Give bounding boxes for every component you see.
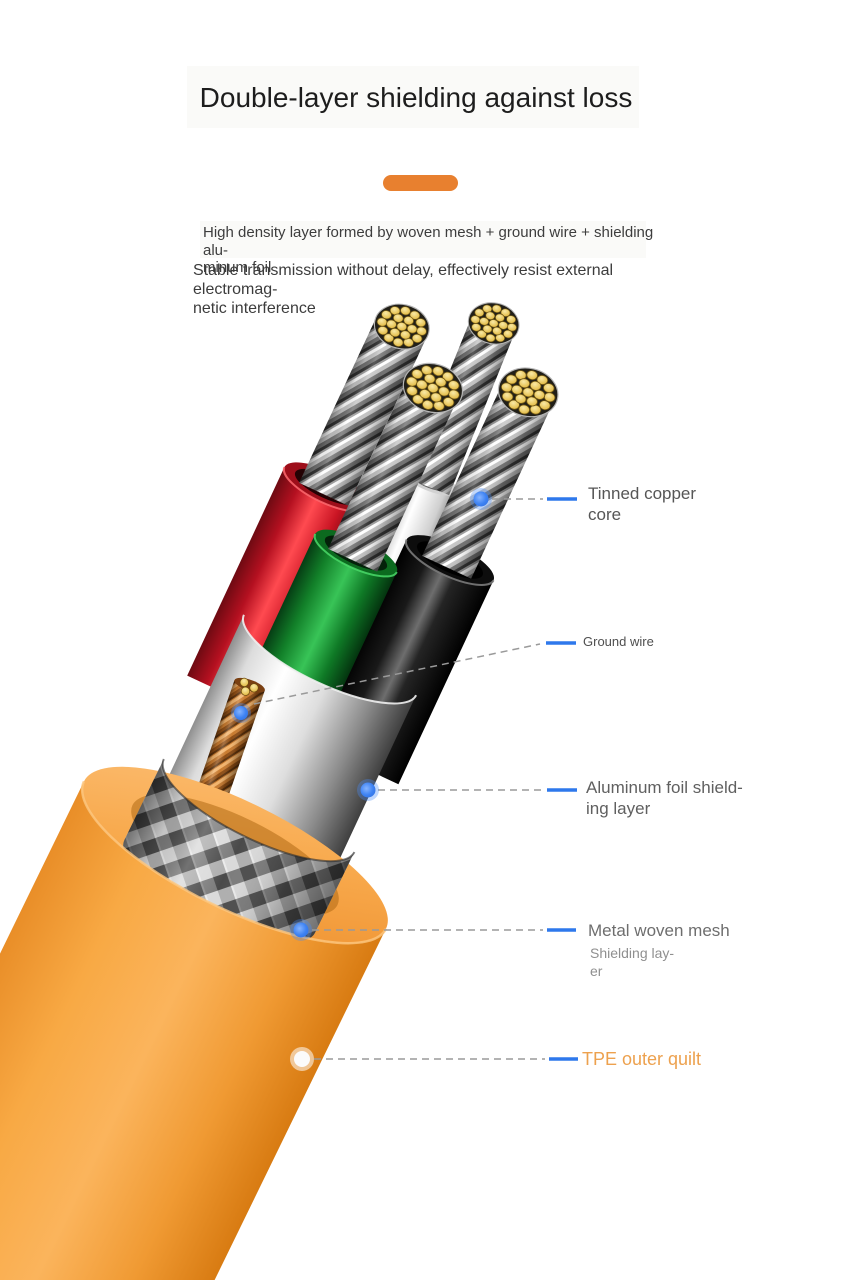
callout-dots (231, 488, 492, 1071)
divider-bar (383, 175, 458, 191)
callout-line-ground-wire (253, 643, 541, 705)
callout-dot-tpe-outer-quilt (294, 1051, 310, 1067)
label-tpe-outer-quilt: TPE outer quilt (582, 1049, 702, 1069)
intro-paragraph-2: Stable transmission without delay, effec… (193, 262, 614, 317)
label-aluminum-foil-shielding-layer: Aluminum foil shield- ing layer (586, 778, 743, 818)
callout-dashed-lines (253, 498, 545, 1060)
ground-strand-tip (249, 683, 259, 693)
jacket-wall (0, 781, 386, 1280)
ground-strand-tip (240, 686, 251, 696)
intro-paragraph-1: High density layer formed by woven mesh … (203, 224, 654, 276)
title-background-band (187, 66, 639, 128)
tpe-outer-jacket (0, 780, 388, 1280)
callout-dot-aluminum-foil (360, 782, 376, 798)
label-tinned-copper-core: Tinned copper core (588, 484, 697, 524)
ground-strand-tip (239, 677, 249, 687)
label-shielding-layer-sub: Shielding lay- er (590, 945, 675, 979)
callout-blue-segments (546, 497, 578, 1061)
orange-divider (383, 175, 458, 191)
callout-dot-metal-woven-mesh (293, 922, 309, 938)
callout-dot-tinned-copper-core (473, 491, 489, 507)
label-ground-wire: Ground wire (583, 634, 654, 649)
intro-background-band (200, 221, 646, 258)
callout-dot-ground-wire (234, 706, 248, 720)
label-metal-woven-mesh: Metal woven mesh (588, 921, 730, 940)
page-title: Double-layer shielding against loss (199, 82, 633, 113)
